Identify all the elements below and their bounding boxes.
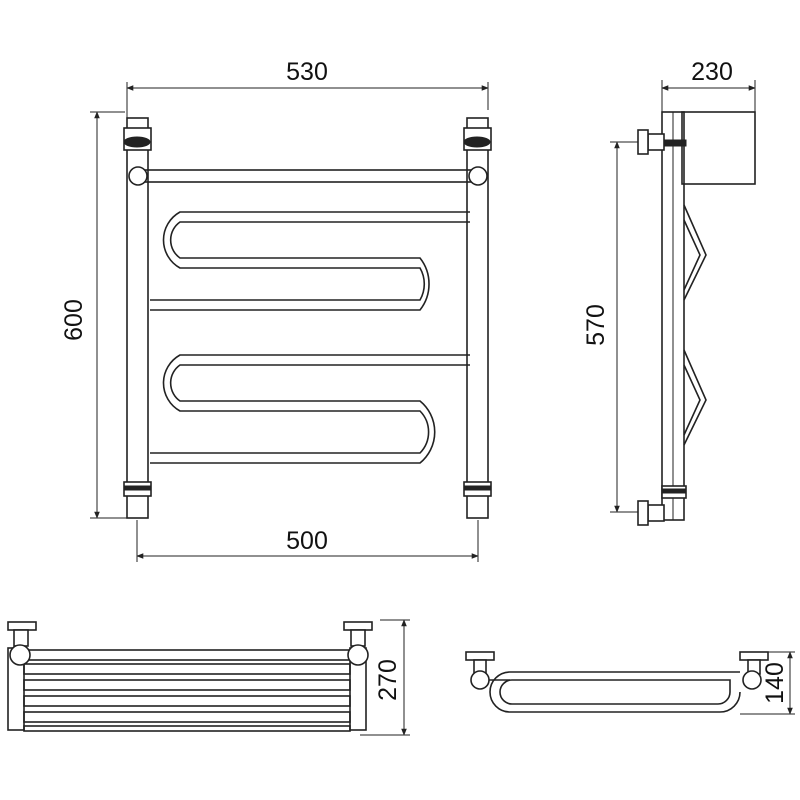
bottom-view-valve-left-icon	[465, 651, 510, 690]
dimension-label-570: 570	[582, 304, 610, 346]
dimension-side-center-height: 570	[582, 141, 650, 513]
dimension-side-depth: 230	[661, 58, 756, 112]
dimension-label-530: 530	[286, 58, 328, 86]
right-post	[463, 117, 492, 519]
dimension-label-140: 140	[761, 662, 789, 704]
dimension-front-center-width: 500	[136, 520, 479, 562]
top-valve-icon	[637, 129, 687, 155]
dimension-bottom-depth: 140	[740, 651, 795, 715]
wall-mount-box	[681, 111, 756, 185]
side-view: 230 570	[582, 58, 756, 526]
dimension-front-height: 600	[60, 111, 128, 519]
bottom-view: 140	[465, 651, 795, 715]
dimension-label-500: 500	[286, 527, 328, 555]
side-coil-bracket-lower	[683, 349, 707, 446]
lower-serpentine-coil	[150, 354, 470, 464]
dimension-label-270: 270	[374, 659, 402, 701]
top-view: 270	[7, 619, 410, 736]
side-coil-bracket-upper	[683, 204, 707, 301]
top-view-valve-left-icon	[7, 621, 37, 666]
bottom-valve-icon	[637, 485, 687, 526]
dimension-top-depth: 270	[360, 619, 410, 736]
dimension-front-width: 530	[126, 58, 489, 130]
upper-serpentine-coil	[150, 211, 470, 311]
top-bar	[128, 166, 488, 186]
dimension-label-600: 600	[60, 299, 88, 341]
top-view-valve-right-icon	[343, 621, 373, 666]
front-view: 530 600 500	[60, 58, 492, 562]
bottom-view-loop	[489, 671, 741, 713]
bottom-view-valve-right-icon	[739, 651, 769, 690]
left-post	[123, 117, 152, 519]
dimension-label-230: 230	[691, 58, 733, 86]
top-view-bars	[23, 649, 351, 732]
